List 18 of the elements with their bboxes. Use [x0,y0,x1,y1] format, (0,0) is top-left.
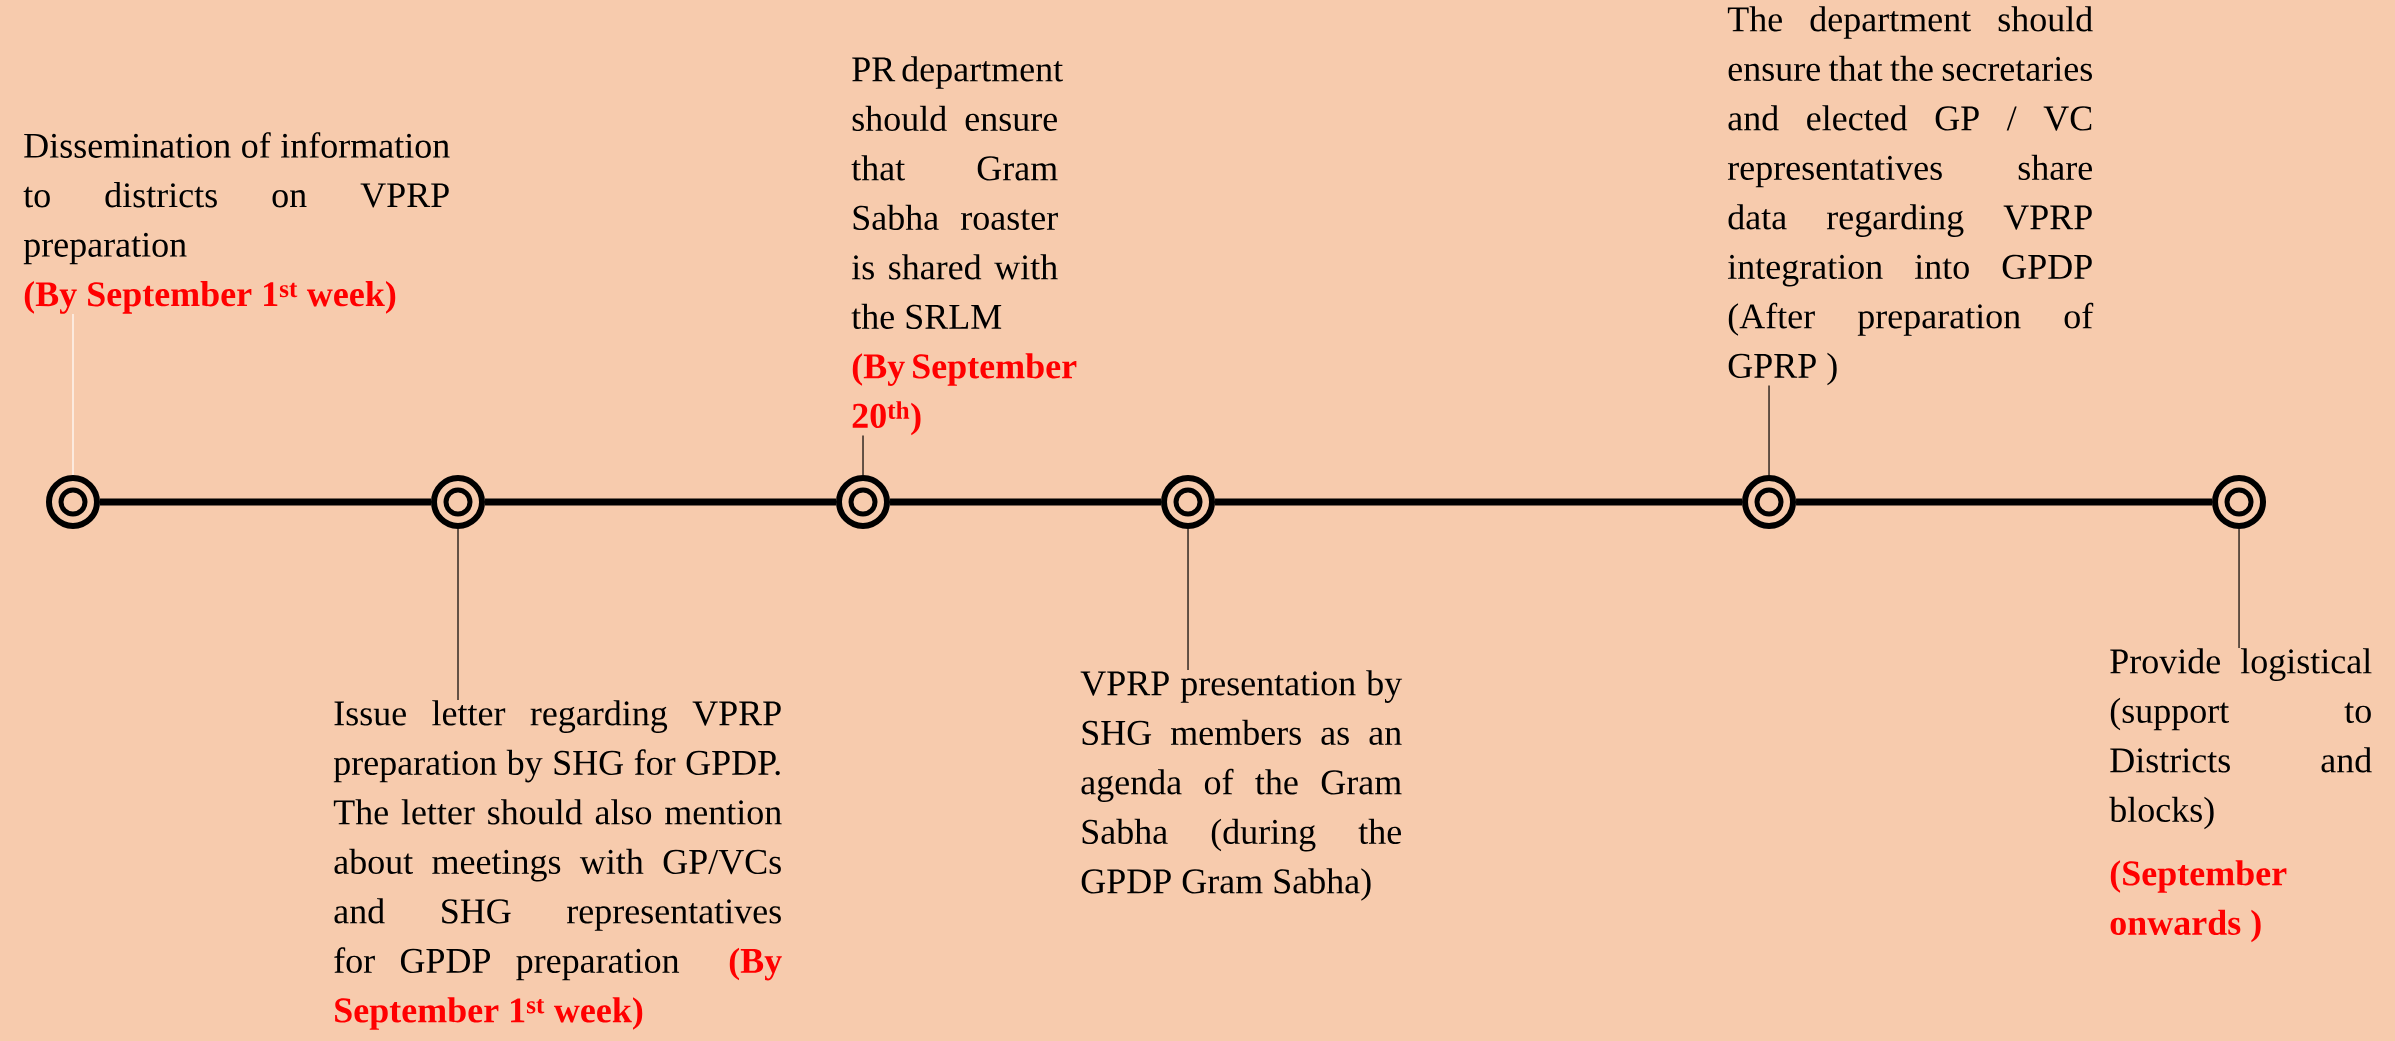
timeline-marker [1742,475,1796,529]
timeline-marker [46,475,100,529]
milestone-note: Provide logistical (support to Districts and blocks) (September onwards ) [2109,648,2372,943]
milestone-note: The department should ensure that the secretaries and elected GP / VC representatives share data regarding VPRP integration into GPDP (After preparation of GPRP ) [1727,6,2094,386]
leader-line [1187,528,1189,671]
timeline-marker [1161,475,1215,529]
milestone-note: VPRP presentation by SHG members as an agenda of the Gram Sabha (during the GPDP Gram Sabha) [1080,670,1403,901]
leader-line [72,313,74,476]
leader-line [457,528,459,701]
timeline-marker [2212,475,2267,529]
leader-line [1768,384,1770,476]
leader-line [2238,528,2240,649]
timeline-marker [836,475,890,529]
timeline-marker [431,475,485,529]
leader-line [862,434,864,476]
milestone-note: Dissemination of information to districts on VPRP preparation (By September 1$^{st}$ week) [23,132,450,314]
milestone-note: PR department should ensure that Gram Sabha roaster is shared with the SRLM (By September 20$^{th}$) [851,56,1077,436]
milestone-note: Issue letter regarding VPRP preparation by SHG for GPDP. The letter should also mention about meetings with GP/VCs and SHG representatives for GPDP preparation (By September 1$^{st}$ week) [333,700,782,1030]
